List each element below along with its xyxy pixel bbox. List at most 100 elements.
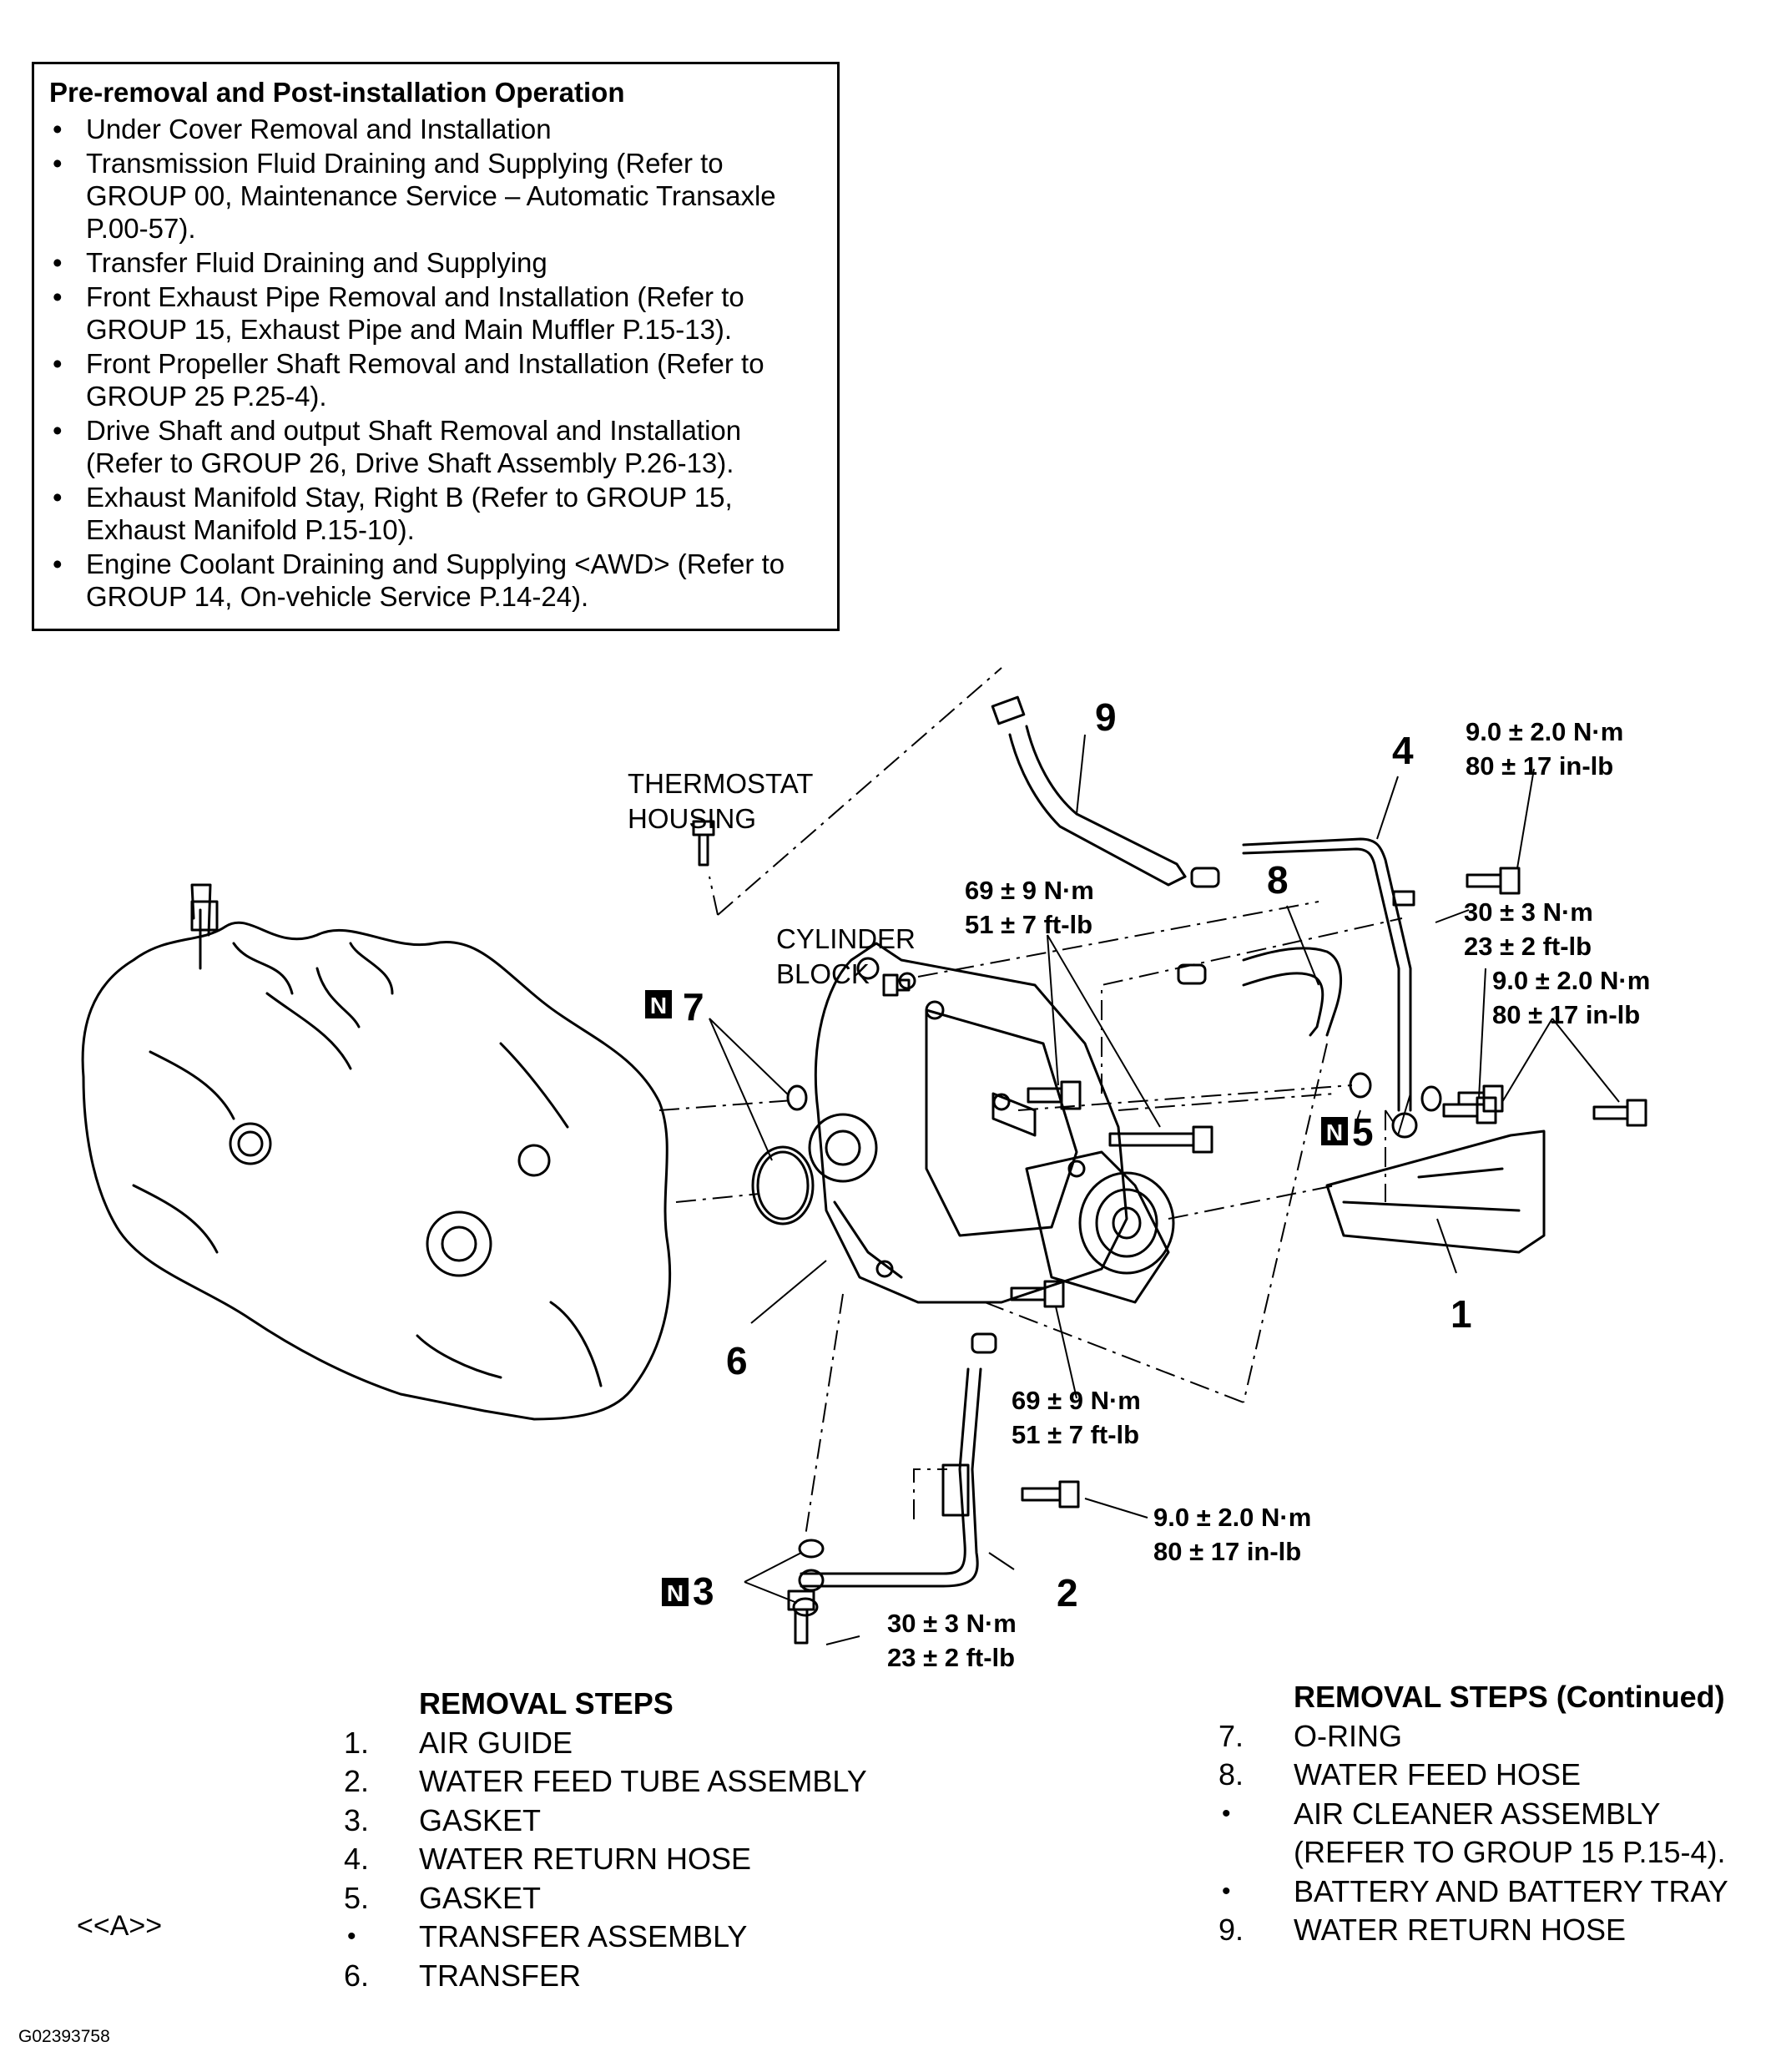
step-number: 7.: [1218, 1718, 1244, 1753]
pre-removal-item: •Front Exhaust Pipe Removal and Installa…: [49, 280, 822, 346]
figure-id: G02393758: [18, 2027, 110, 2046]
removal-steps-continued-heading: REMOVAL STEPS (Continued): [1294, 1680, 1725, 1714]
bolts-drawing: [692, 820, 1647, 1645]
assembly-lines: [658, 667, 1403, 1537]
step-text: WATER FEED TUBE ASSEMBLY: [419, 1764, 867, 1798]
cylinder-block-label-line1: CYLINDER: [776, 923, 916, 954]
n-mark-7: N: [645, 990, 672, 1018]
gaskets-drawing: [792, 1072, 1442, 1617]
thermostat-housing-label-line1: THERMOSTAT: [628, 768, 813, 799]
pre-removal-item-line: Drive Shaft and output Shaft Removal and…: [86, 415, 742, 446]
pre-removal-item-line: Transmission Fluid Draining and Supplyin…: [86, 148, 724, 179]
step-number: 2.: [344, 1764, 370, 1798]
callout-4: 4: [1392, 729, 1414, 772]
pre-removal-item-line: Exhaust Manifold P.15-10).: [86, 514, 415, 545]
n-mark-3: N: [662, 1578, 689, 1606]
pre-removal-item: • Engine Coolant Draining and Supplying <…: [49, 548, 822, 613]
step-number: 1.: [344, 1725, 370, 1760]
removal-steps-continued-list: 7. O-RING 8. WATER FEED HOSE • AIR CLEANER AS…: [1218, 1717, 1776, 1950]
step-row: 3.GASKET: [344, 1802, 928, 1841]
step-number: 6.: [344, 1958, 370, 1993]
pre-removal-item-line: Front Exhaust Pipe Removal and Installat…: [86, 281, 744, 312]
step-row: 1. AIR GUIDE: [344, 1724, 928, 1763]
step-number: 9.: [1218, 1913, 1244, 1947]
bullet-icon: •: [53, 548, 63, 579]
removal-steps: REMOVAL STEPS 1. AIR GUIDE 2. WATER FEED TU…: [344, 1685, 928, 1995]
step-row: •BATTERY AND BATTERY TRAY: [1218, 1872, 1776, 1912]
torque-80inlb-top: 80 ± 17 in-lb: [1466, 751, 1613, 781]
torque-80inlb-lower: 80 ± 17 in-lb: [1153, 1537, 1301, 1566]
transaxle-housing-drawing: [81, 883, 672, 1421]
step-text: WATER FEED HOSE: [1294, 1757, 1582, 1792]
step-bullet: •: [347, 1923, 356, 1950]
pre-removal-item: • Under Cover Removal and Installation: [49, 113, 822, 145]
torque-23ftlb-upper: 23 ± 2 ft-lb: [1464, 932, 1592, 961]
torque-9nm-top: 9.0 ± 2.0 N·m: [1466, 717, 1623, 746]
step-row: • TRANSFER ASSEMBLY: [344, 1918, 928, 1957]
n-mark-7-text: N: [650, 993, 667, 1018]
removal-steps-heading: REMOVAL STEPS: [419, 1686, 674, 1721]
air-guide-1-drawing: [1325, 1129, 1546, 1254]
o-rings-drawing: [751, 1084, 815, 1226]
pre-removal-item: •Transmission Fluid Draining and Supplyi…: [49, 147, 822, 245]
pre-removal-item-line: (Refer to GROUP 26, Drive Shaft Assembly…: [86, 447, 734, 478]
torque-80inlb-right: 80 ± 17 in-lb: [1492, 1000, 1640, 1029]
callout-7: 7: [683, 985, 704, 1028]
callout-1: 1: [1451, 1292, 1472, 1336]
callout-2: 2: [1057, 1571, 1078, 1615]
step-text: AIR GUIDE: [419, 1725, 573, 1760]
torque-9nm-lower: 9.0 ± 2.0 N·m: [1153, 1503, 1311, 1532]
pre-removal-item-line: Exhaust Manifold Stay, Right B (Refer to…: [86, 482, 733, 513]
step-number: 8.: [1218, 1757, 1244, 1792]
torque-23ftlb-lower: 23 ± 2 ft-lb: [887, 1643, 1015, 1672]
pre-removal-item: • Exhaust Manifold Stay, Right B (Refer t…: [49, 481, 822, 546]
bullet-icon: •: [53, 348, 63, 379]
n-mark-3-text: N: [667, 1580, 684, 1606]
removal-steps-list: 1. AIR GUIDE 2. WATER FEED TUBE ASSEMBLY 3.G…: [344, 1724, 928, 1996]
step-bullet: •: [1222, 1799, 1231, 1827]
torque-51ftlb-upper: 51 ± 7 ft-lb: [965, 910, 1092, 939]
step-text: O-RING: [1294, 1718, 1402, 1753]
pre-removal-item-line: Transfer Fluid Draining and Supplying: [86, 247, 547, 278]
pre-removal-item: •Transfer Fluid Draining and Supplying: [49, 246, 822, 279]
callout-6: 6: [726, 1339, 748, 1382]
step-text: BATTERY AND BATTERY TRAY: [1294, 1873, 1728, 1908]
step-number: 5.: [344, 1880, 370, 1915]
pre-removal-item-line: Front Propeller Shaft Removal and Instal…: [86, 348, 764, 379]
removal-steps-continued: REMOVAL STEPS (Continued) 7. O-RING 8. WATE…: [1218, 1678, 1776, 1950]
step-text: AIR CLEANER ASSEMBLY: [1294, 1796, 1661, 1831]
pre-removal-item: • Front Propeller Shaft Removal and Insta…: [49, 347, 822, 412]
step-text: TRANSFER: [419, 1958, 582, 1993]
pre-removal-item-line: GROUP 15, Exhaust Pipe and Main Muffler …: [86, 314, 733, 345]
pre-removal-item-line: P.00-57).: [86, 213, 196, 244]
pre-removal-title: Pre-removal and Post-installation Operat…: [49, 77, 625, 108]
leader-lines: [709, 734, 1620, 1645]
n-mark-5: N: [1321, 1117, 1348, 1145]
bullet-icon: •: [53, 114, 63, 144]
torque-69nm-upper: 69 ± 9 N·m: [965, 876, 1094, 905]
step-text: GASKET: [419, 1802, 542, 1837]
step-text: TRANSFER ASSEMBLY: [419, 1919, 748, 1953]
cylinder-block-label-line2: BLOCK: [776, 958, 870, 989]
step-row: 8. WATER FEED HOSE: [1218, 1756, 1776, 1795]
bullet-icon: •: [53, 482, 63, 513]
step-row: 9. WATER RETURN HOSE: [1218, 1911, 1776, 1950]
n-mark-5-text: N: [1326, 1119, 1343, 1145]
torque-9nm-right: 9.0 ± 2.0 N·m: [1492, 966, 1650, 995]
torque-51ftlb-lower: 51 ± 7 ft-lb: [1012, 1420, 1139, 1449]
step-text: WATER RETURN HOSE: [1294, 1913, 1627, 1947]
pre-removal-item-line: Engine Coolant Draining and Supplying <A…: [86, 548, 785, 579]
torque-30nm-lower: 30 ± 3 N·m: [887, 1609, 1017, 1638]
step-row: 6. TRANSFER: [344, 1957, 928, 1996]
thermostat-housing-label-line2: HOUSING: [628, 803, 756, 834]
pre-removal-item-line: Under Cover Removal and Installation: [86, 114, 552, 144]
step-row: 4.WATER RETURN HOSE: [344, 1840, 928, 1879]
step-text: (REFER TO GROUP 15 P.15-4).: [1294, 1835, 1726, 1869]
step-row: 2. WATER FEED TUBE ASSEMBLY: [344, 1762, 928, 1802]
pre-removal-operation-box: Pre-removal and Post-installation Operat…: [32, 62, 840, 631]
callout-5: 5: [1352, 1110, 1374, 1154]
step-text: GASKET: [419, 1880, 542, 1915]
pre-removal-item-line: GROUP 14, On-vehicle Service P.14-24).: [86, 581, 589, 612]
